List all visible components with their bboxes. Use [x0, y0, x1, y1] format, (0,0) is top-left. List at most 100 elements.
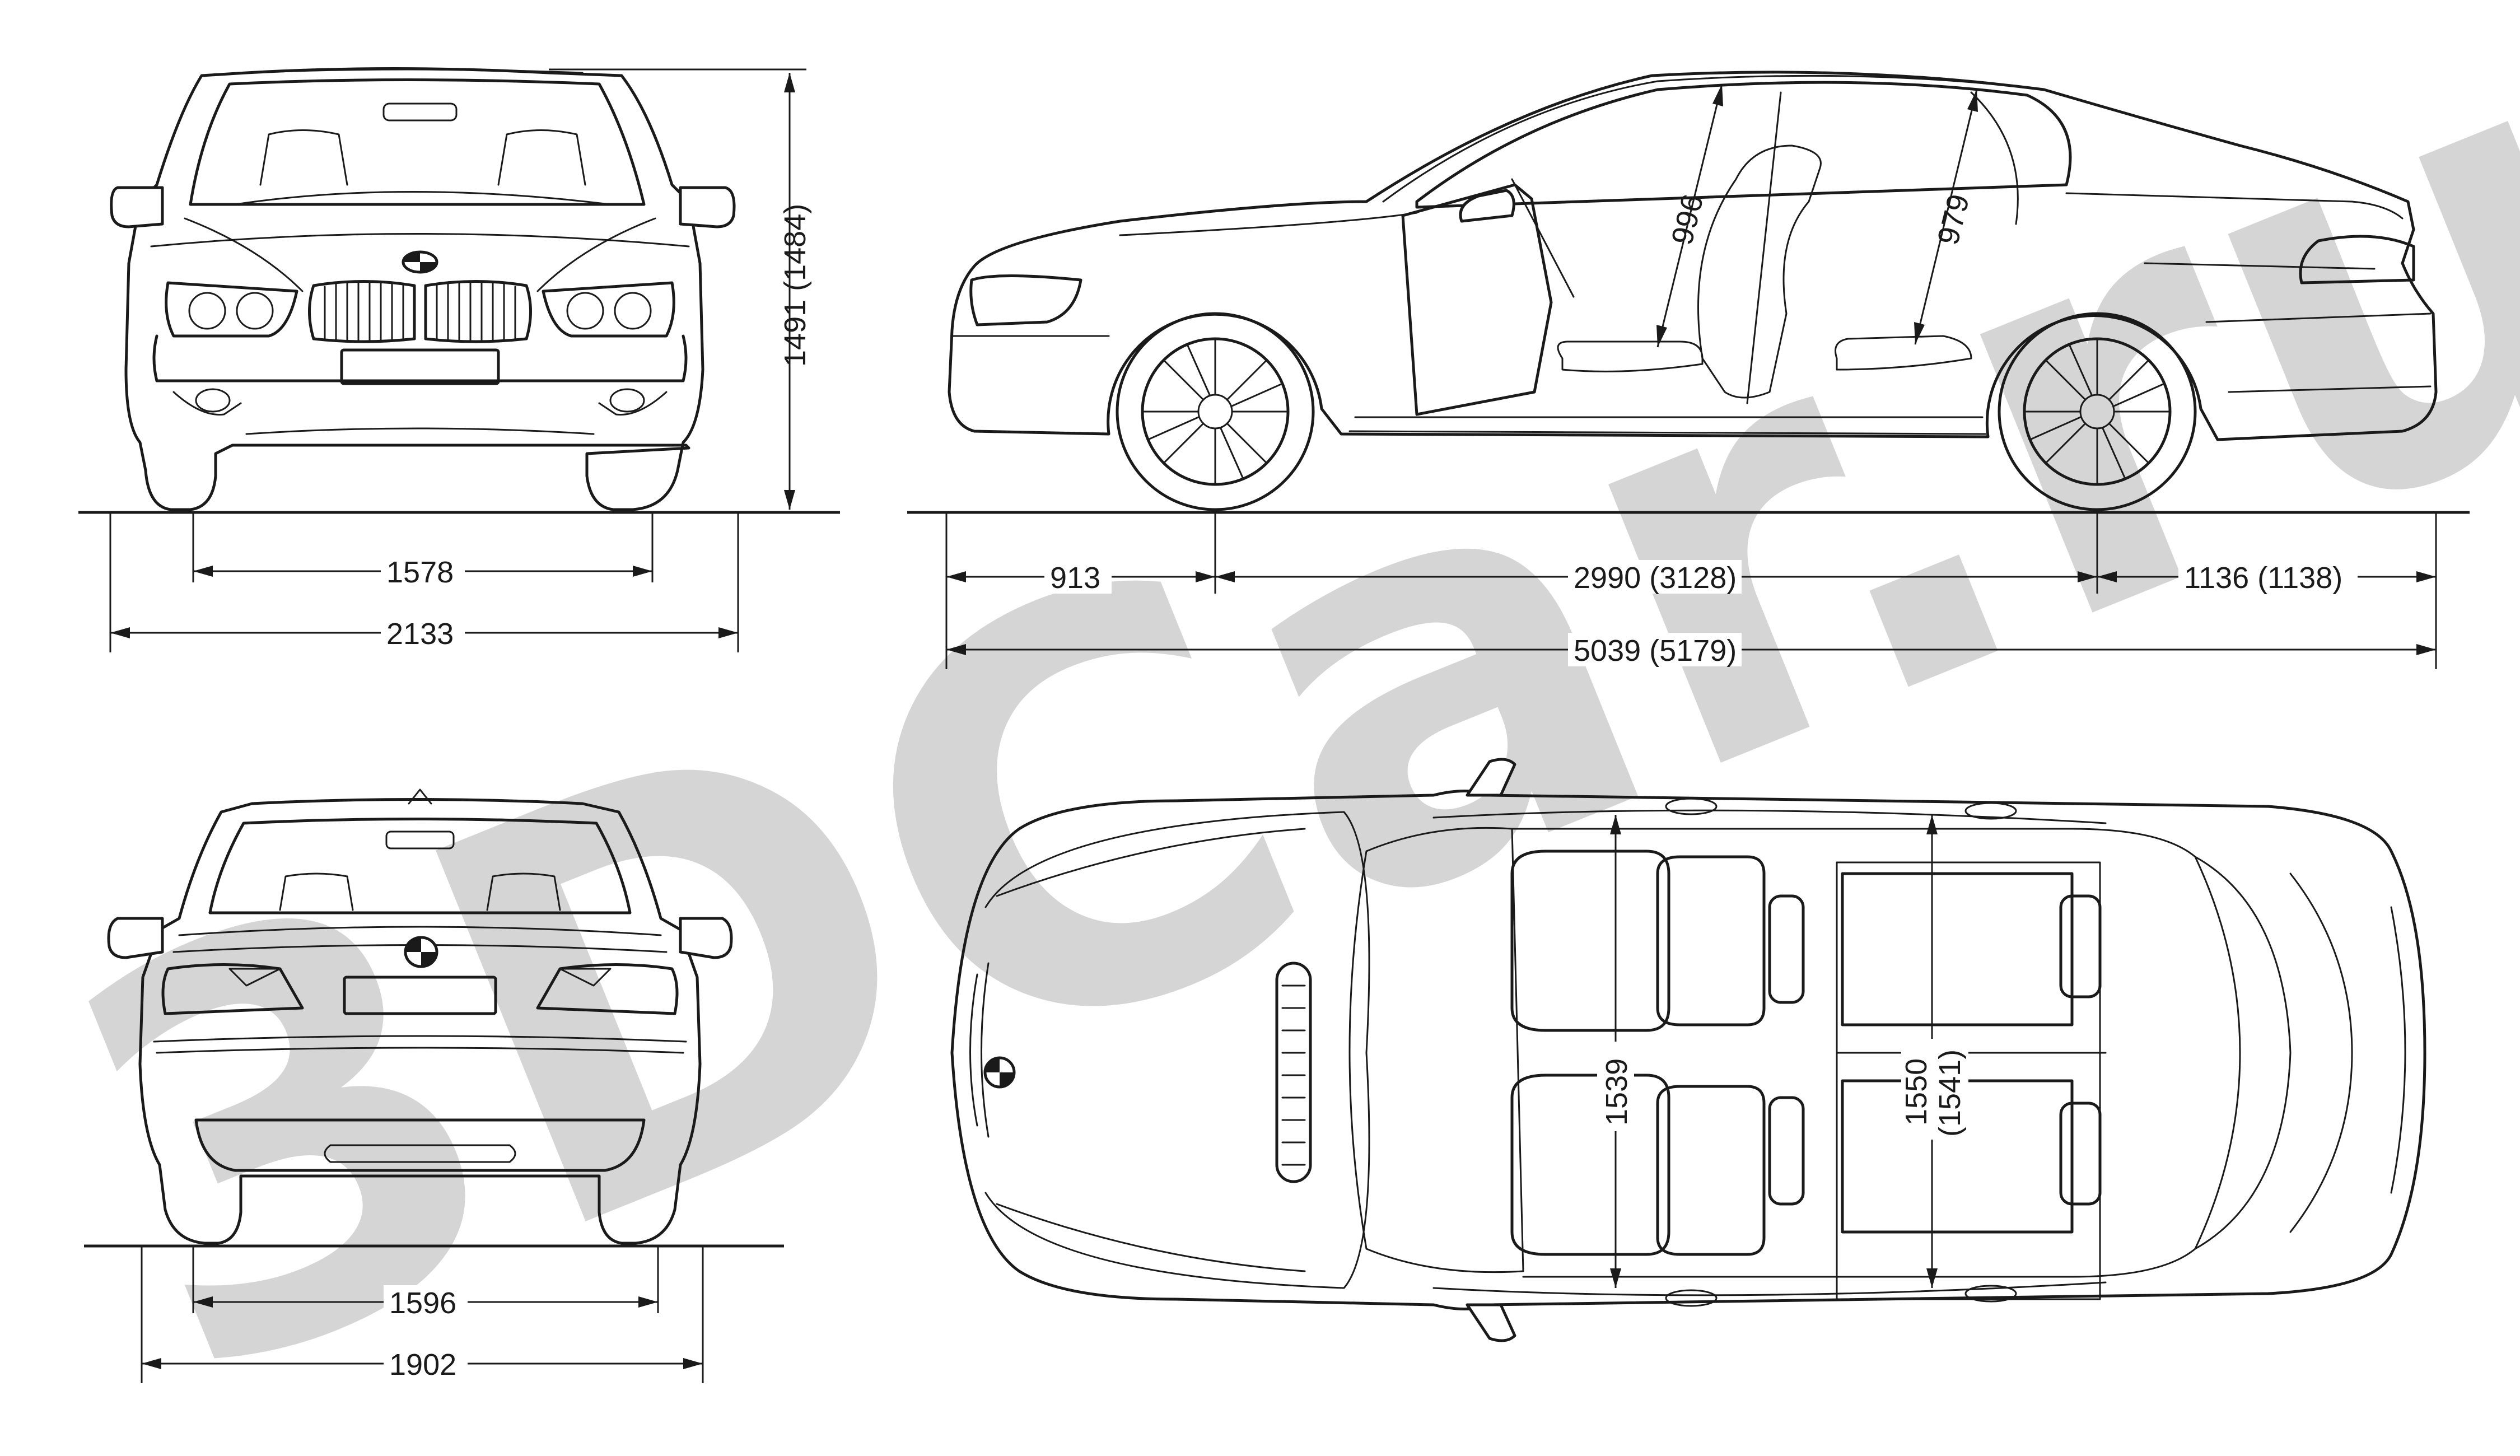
rear-view: 1596 1902 [84, 788, 784, 1383]
side-roof-rail [1382, 74, 2045, 203]
top-door-handle-rl [1964, 802, 2017, 820]
side-rear-seat [1835, 335, 1972, 371]
front-roof-line [245, 68, 584, 74]
rear-width-label: 1902 [389, 1348, 456, 1382]
side-greenhouse [1415, 81, 2072, 209]
top-bmw-roundel-icon [983, 1056, 1016, 1089]
top-cabin-outline [1511, 828, 2241, 1278]
top-headrest-front-right [1768, 1096, 1805, 1206]
top-door-handle-fr [1665, 1289, 1718, 1307]
top-mirror-left [1466, 758, 1516, 797]
side-c-pillar [1970, 91, 2019, 225]
front-rearview-mirror [382, 102, 458, 122]
top-windscreen [1348, 827, 1524, 1273]
front-track-label: 1578 [386, 556, 454, 589]
rear-seat-right [486, 872, 561, 911]
rear-third-brakelight [385, 830, 455, 850]
top-grille-front-2 [981, 962, 990, 1138]
top-grille-front [969, 973, 978, 1127]
side-rear-sill-line [2205, 312, 2432, 323]
side-front-wheel [1116, 312, 1315, 511]
rear-diffuser [194, 1118, 646, 1172]
front-headlight-right [542, 281, 675, 338]
rear-bumper-top [153, 1035, 687, 1043]
front-headlamp-l1 [188, 292, 226, 330]
front-grille-right [424, 280, 532, 343]
side-rear-wheel [1998, 312, 2197, 511]
side-front-overhang-label: 913 [1050, 561, 1100, 595]
side-taillight [2299, 235, 2415, 284]
side-mirror [1459, 189, 1515, 223]
rear-body-outline [138, 798, 702, 1245]
top-front-interior-label: 1539 [1600, 1058, 1634, 1126]
front-mirror-left [110, 186, 164, 228]
front-bumper [152, 334, 688, 382]
rear-mirror-left [107, 917, 164, 959]
top-rear-bumper [2390, 906, 2406, 1194]
top-mirror-right [1466, 1303, 1516, 1342]
front-grille-slats [324, 282, 516, 342]
rear-trunk-line [178, 926, 662, 936]
front-width-label: 2133 [386, 617, 454, 651]
front-view: 1491 (1484) 1578 2133 [78, 67, 840, 652]
side-wheelbase-label: 2990 (3128) [1574, 561, 1737, 595]
side-belt-line [1119, 212, 1418, 236]
side-belt-line-rear [2065, 192, 2404, 220]
side-rear-headroom-dimension [1914, 89, 1978, 345]
side-front-headroom-dimension [1656, 83, 1723, 348]
side-front-seatback [1697, 144, 1822, 399]
front-headlight-left [165, 281, 298, 338]
front-body-outline [124, 67, 704, 511]
front-bmw-roundel-icon [402, 250, 438, 274]
side-rear-bumper [2228, 385, 2432, 393]
front-headlamp-r1 [566, 292, 604, 330]
rear-exhaust [324, 1144, 516, 1163]
rear-track-label: 1596 [389, 1286, 456, 1320]
top-seat-front-left [1510, 850, 1670, 1032]
front-windscreen [189, 78, 646, 206]
top-seat-rear-left [1841, 872, 2074, 1026]
front-lower-grille [245, 427, 595, 435]
top-door-handle-rr [1964, 1285, 2017, 1303]
top-seat-front-right [1510, 1074, 1670, 1256]
top-seat-front-left-back [1656, 855, 1766, 1026]
top-hood-crease-r [996, 1203, 1306, 1272]
top-roof-line-lower [1432, 1281, 2107, 1296]
top-rear-window [2194, 856, 2292, 1250]
front-grille-left [308, 280, 416, 343]
front-lower-intake-r [598, 391, 668, 416]
rear-window [208, 818, 632, 914]
rear-mirror-right [679, 917, 733, 959]
front-dashboard [234, 191, 612, 206]
top-rear-cabin-box [1836, 861, 2101, 1300]
front-hood-edge [150, 233, 690, 248]
top-seat-front-right-back [1656, 1085, 1766, 1256]
front-lower-intake [172, 391, 242, 416]
front-headlamp-r2 [614, 292, 652, 330]
front-seat-right [497, 129, 586, 186]
front-seat-left [259, 129, 348, 186]
rear-license-plate [343, 976, 497, 1015]
side-headlight [969, 274, 1082, 326]
front-mirror-right [679, 186, 736, 228]
top-hood-crease-l [996, 828, 1306, 897]
side-b-pillar [1746, 91, 1782, 404]
front-height-label: 1491 (1484) [778, 204, 812, 367]
top-hood-vent-slats [1281, 984, 1306, 1166]
side-steering-wheel [1511, 178, 1575, 298]
top-headrest-rear-left [2059, 894, 2102, 998]
top-headrest-front-left [1768, 894, 1805, 1004]
side-length-label: 5039 (5179) [1574, 634, 1737, 668]
top-hood-outline [984, 811, 1370, 1289]
side-sill-lower [1348, 430, 1986, 435]
top-rear-interior-alt-label: (1541) [1933, 1049, 1967, 1137]
front-hood-line-left [184, 217, 304, 292]
top-door-handle-fl [1665, 797, 1718, 815]
side-view: 996 979 913 2990 (3128) 1136 (1138) 5039… [907, 71, 2470, 669]
top-roof-line-upper [1432, 809, 2107, 824]
rear-antenna [408, 788, 432, 805]
front-license-plate [340, 348, 500, 385]
